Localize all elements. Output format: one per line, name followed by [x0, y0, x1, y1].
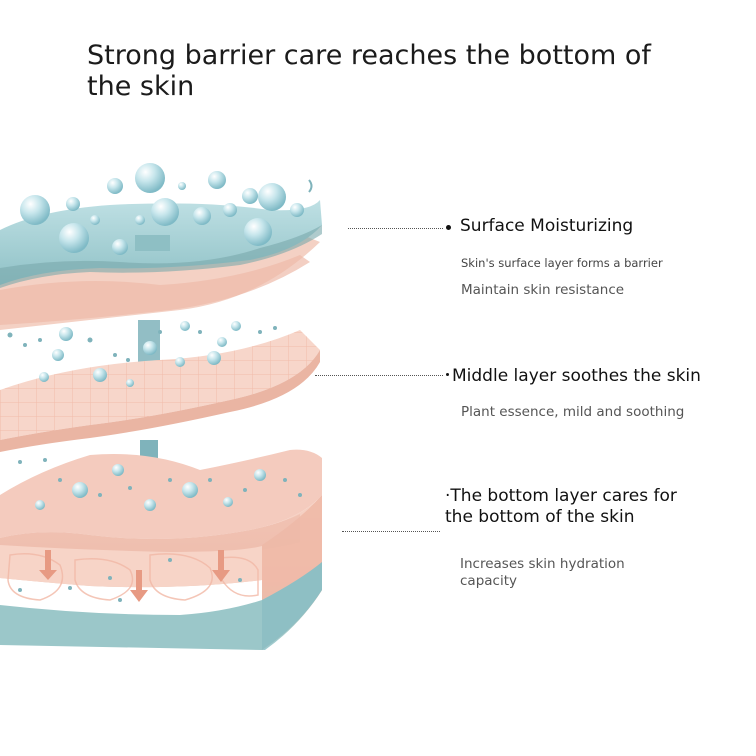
bottom-layer — [0, 449, 322, 650]
leader-line — [315, 375, 443, 376]
skin-layers-illustration — [0, 163, 322, 650]
bottom-heading: ·The bottom layer cares for the bottom o… — [445, 486, 677, 527]
bullet-icon — [446, 373, 449, 376]
middle-line-1: Plant essence, mild and soothing — [461, 404, 685, 420]
surface-line-1: Skin's surface layer forms a barrier — [461, 256, 663, 270]
middle-layer — [0, 321, 320, 452]
bottom-line-1: Increases skin hydration capacity — [460, 556, 625, 589]
page-title: Strong barrier care reaches the bottom o… — [87, 40, 651, 102]
leader-line — [342, 531, 440, 532]
leader-line — [348, 228, 443, 229]
middle-heading: Middle layer soothes the skin — [452, 366, 701, 386]
surface-label: Surface Moisturizing — [460, 216, 750, 237]
surface-heading: Surface Moisturizing — [460, 216, 634, 236]
surface-layer — [0, 163, 322, 330]
bullet-icon — [446, 225, 451, 230]
surface-line-2: Maintain skin resistance — [461, 282, 625, 298]
